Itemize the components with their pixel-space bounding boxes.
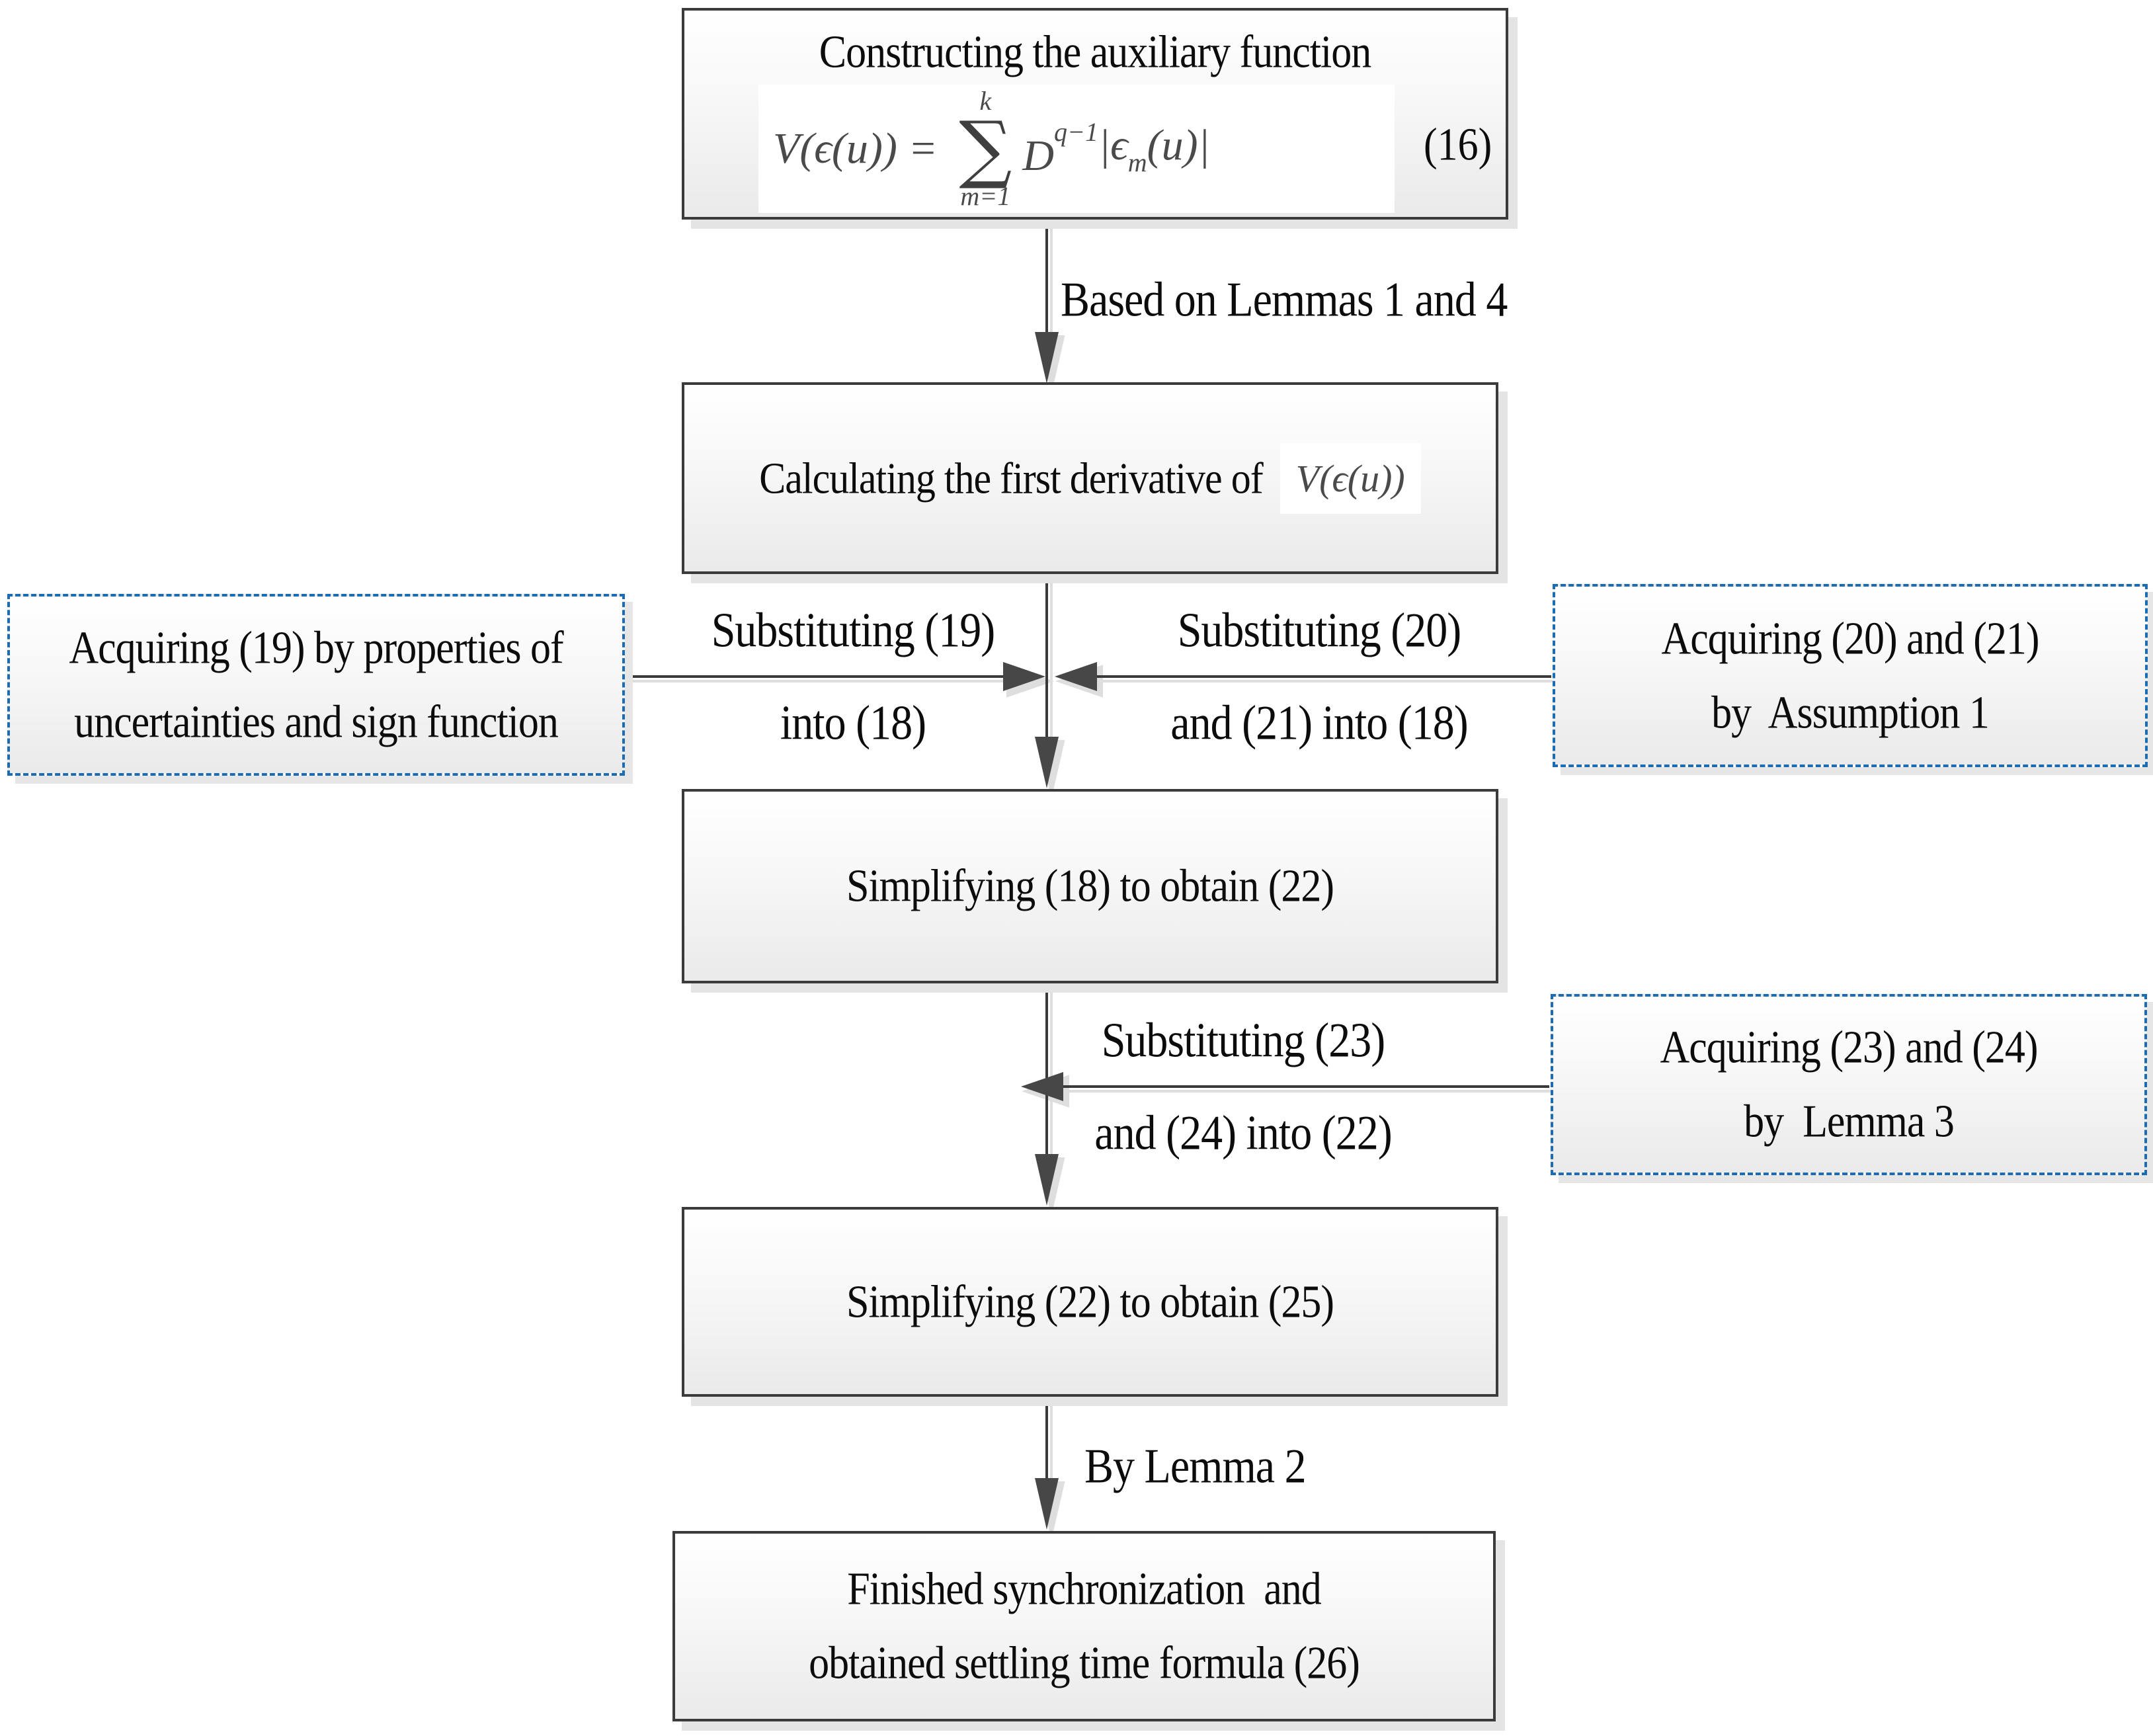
- formula-16-sum: k ∑ m=1: [959, 87, 1012, 210]
- sigma-symbol: ∑: [959, 106, 1012, 192]
- node-acquire-20-21-line2: by Assumption 1: [1711, 687, 1990, 738]
- node-finish-line2: obtained settling time formula (26): [809, 1637, 1360, 1689]
- formula-16-abs-open: |ϵ: [1098, 120, 1128, 169]
- formula-16-exponent: q−1: [1053, 117, 1098, 147]
- arrowhead-right: [1003, 662, 1045, 691]
- formula-16-abs-term: |ϵm(u)|: [1098, 120, 1210, 178]
- edge-label-sub20-21-line2: and (21) into (18): [1170, 696, 1468, 751]
- arrowhead-left-2: [1021, 1072, 1063, 1101]
- node-acquire-20-21-line1: Acquiring (20) and (21): [1661, 613, 2040, 664]
- node-acquire-23-24-line1: Acquiring (23) and (24): [1660, 1022, 2039, 1073]
- node-acquire-23-24: Acquiring (23) and (24) by Lemma 3: [1551, 994, 2147, 1175]
- node-simplify-22-label: Simplifying (22) to obtain (25): [846, 1276, 1334, 1327]
- node-finish: Finished synchronization and obtained se…: [672, 1531, 1496, 1721]
- node-acquire-19-line2: uncertainties and sign function: [74, 696, 559, 747]
- edge-label-sub23-24-line1: Substituting (23): [1101, 1013, 1386, 1068]
- equation-number-16: (16): [1424, 119, 1492, 171]
- edge-label-sub19-line1: Substituting (19): [711, 603, 996, 658]
- node-simplify-18-label: Simplifying (18) to obtain (22): [846, 860, 1334, 912]
- formula-16-sum-lower: m=1: [960, 181, 1011, 211]
- edge-label-lemmas-1-4: Based on Lemmas 1 and 4: [1061, 272, 1508, 327]
- arrowhead-left-1: [1055, 662, 1097, 691]
- node-calc-derivative: Calculating the first derivative of V(ϵ(…: [682, 382, 1498, 574]
- formula-16-lhs: V(ϵ(u)) =: [773, 124, 949, 173]
- node-construct-title: Constructing the auxiliary function: [819, 26, 1372, 78]
- node-simplify-18: Simplifying (18) to obtain (22): [682, 789, 1498, 983]
- arrowhead-down-4: [1035, 1478, 1059, 1530]
- node-calc-derivative-formula-patch: V(ϵ(u)): [1280, 442, 1421, 514]
- edge-label-sub20-21-line1: Substituting (20): [1177, 603, 1462, 658]
- node-acquire-23-24-line2: by Lemma 3: [1744, 1096, 1955, 1147]
- node-simplify-22: Simplifying (22) to obtain (25): [682, 1207, 1498, 1397]
- node-finish-line1: Finished synchronization and: [847, 1563, 1322, 1615]
- node-calc-derivative-formula: V(ϵ(u)): [1295, 456, 1405, 500]
- node-acquire-19-line1: Acquiring (19) by properties of: [69, 622, 563, 673]
- formula-16: V(ϵ(u)) = k ∑ m=1 Dq−1 |ϵm(u)|: [758, 85, 1395, 213]
- formula-16-base: D: [1022, 132, 1054, 180]
- formula-16-power-term: Dq−1: [1022, 116, 1098, 181]
- edge-label-lemma2: By Lemma 2: [1084, 1439, 1307, 1494]
- edge-label-sub23-24-line2: and (24) into (22): [1094, 1106, 1392, 1161]
- node-construct: Constructing the auxiliary function V(ϵ(…: [682, 8, 1508, 220]
- formula-16-sum-upper: k: [979, 86, 992, 116]
- node-calc-derivative-label: Calculating the first derivative of: [759, 453, 1263, 503]
- formula-16-subscript: m: [1127, 147, 1147, 177]
- node-calc-derivative-row: Calculating the first derivative of V(ϵ(…: [759, 442, 1421, 514]
- arrowhead-down-1: [1035, 332, 1059, 384]
- edge-label-sub19-line2: into (18): [780, 696, 926, 751]
- node-acquire-20-21: Acquiring (20) and (21) by Assumption 1: [1553, 584, 2148, 767]
- node-acquire-19: Acquiring (19) by properties of uncertai…: [7, 594, 625, 776]
- formula-16-tail: (u)|: [1147, 120, 1210, 169]
